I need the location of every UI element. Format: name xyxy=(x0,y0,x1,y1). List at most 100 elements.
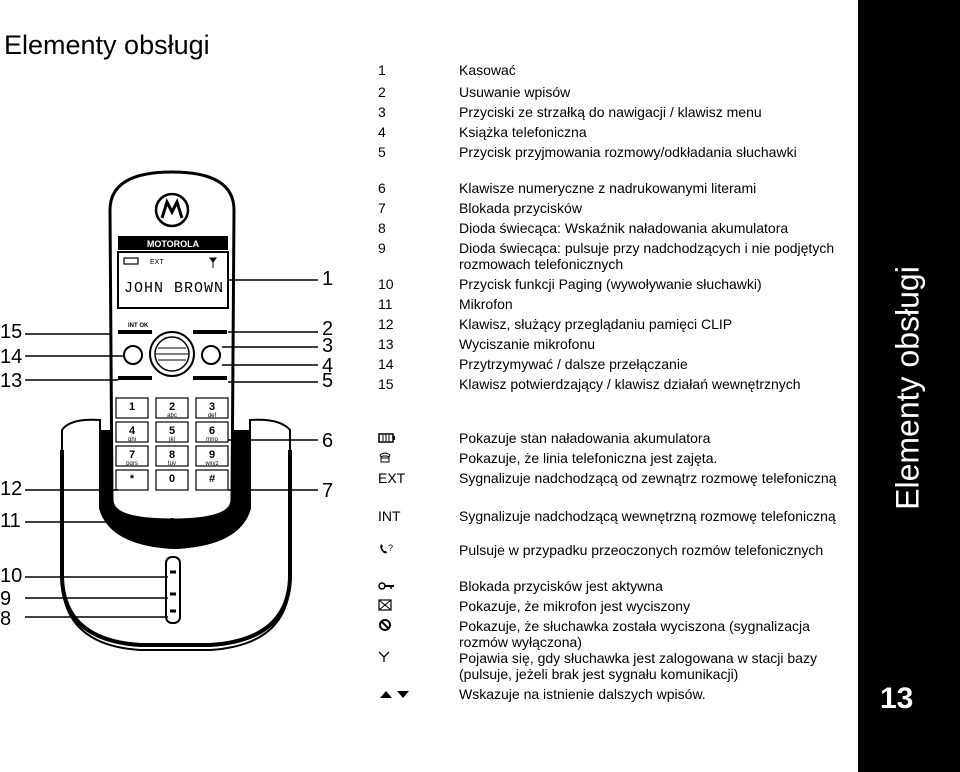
svg-text:7: 7 xyxy=(129,449,135,461)
legend-description: Blokada przycisków jest aktywna xyxy=(459,578,663,594)
legend-description: Sygnalizuje nadchodzącą od zewnątrz rozm… xyxy=(459,470,837,486)
svg-text:tuv: tuv xyxy=(168,461,176,467)
legend-row: Pokazuje stan naładowania akumulatora xyxy=(378,430,846,446)
svg-text:EXT: EXT xyxy=(150,259,164,266)
legend-key: 5 xyxy=(378,144,386,160)
legend-description: Dioda świecąca: pulsuje przy nadchodzący… xyxy=(459,240,835,272)
legend-key: 11 xyxy=(378,296,393,312)
legend-description: Pokazuje, że linia telefoniczna jest zaj… xyxy=(459,450,718,466)
legend-key: 1 xyxy=(378,62,386,78)
mic-muted-icon xyxy=(378,598,392,614)
legend-key: 9 xyxy=(378,240,386,256)
legend-description: Pulsuje w przypadku przeoczonych rozmów … xyxy=(459,542,824,558)
legend-row: Pokazuje, że linia telefoniczna jest zaj… xyxy=(378,450,846,466)
display-name: JOHN BROWN xyxy=(124,280,224,297)
callout-left-13: 13 xyxy=(0,370,23,392)
legend-description: Książka telefoniczna xyxy=(459,124,587,140)
legend-description: Usuwanie wpisów xyxy=(459,84,571,100)
svg-text:3: 3 xyxy=(209,401,215,413)
legend-description: Przycisk funkcji Paging (wywoływanie słu… xyxy=(459,276,762,292)
callout-left-12: 12 xyxy=(0,478,23,500)
svg-text:6: 6 xyxy=(209,425,215,437)
callout-right-6: 6 xyxy=(322,430,334,452)
legend-row: Pokazuje, że słuchawka została wyciszona… xyxy=(378,618,846,650)
key-10: * xyxy=(115,469,149,491)
key-12: # xyxy=(195,469,229,491)
svg-text:wxyz: wxyz xyxy=(204,461,218,467)
svg-text:def: def xyxy=(208,413,217,419)
callout-left-15: 15 xyxy=(0,321,23,343)
callout-left-14: 14 xyxy=(0,346,23,368)
svg-text:4: 4 xyxy=(129,425,136,437)
legend-row: 14 Przytrzymywać / dalsze przełączanie xyxy=(378,356,846,372)
legend-key: 8 xyxy=(378,220,386,236)
svg-text:8: 8 xyxy=(169,449,175,461)
scroll-arrows-icon xyxy=(378,686,412,702)
legend-description: Pokazuje stan naładowania akumulatora xyxy=(459,430,711,446)
svg-text:*: * xyxy=(130,473,135,485)
svg-text:9: 9 xyxy=(209,449,215,461)
microphone xyxy=(168,518,176,526)
page-title: Elementy obsługi xyxy=(4,30,210,60)
legend-key: 10 xyxy=(378,276,394,292)
key-11: 0 xyxy=(155,469,189,491)
legend-row: 11 Mikrofon xyxy=(378,296,846,312)
svg-text:?: ? xyxy=(388,543,393,553)
legend-key: 4 xyxy=(378,124,386,140)
svg-text:pqrs: pqrs xyxy=(126,461,138,467)
svg-text:0: 0 xyxy=(169,473,175,485)
section-sidebar xyxy=(858,0,960,772)
callout-left-8: 8 xyxy=(0,608,12,630)
callout-right-5: 5 xyxy=(322,370,334,392)
legend-description: Sygnalizuje nadchodzącą wewnętrzną rozmo… xyxy=(459,508,836,524)
key-1: 1 xyxy=(115,397,149,419)
callout-right-4: 4 xyxy=(322,355,334,377)
sidebar-title: Elementy obsługi xyxy=(889,266,926,510)
legend-key: 3 xyxy=(378,104,386,120)
legend-row: 9 Dioda świecąca: pulsuje przy nadchodząc… xyxy=(378,240,846,272)
callout-left-11: 11 xyxy=(0,510,21,532)
key-lock-icon xyxy=(378,578,396,594)
legend-description: Pokazuje, że mikrofon jest wyciszony xyxy=(459,598,691,614)
svg-text:ghi: ghi xyxy=(128,437,136,443)
legend-row: Wskazuje na istnienie dalszych wpisów. xyxy=(378,686,846,702)
legend-description: Mikrofon xyxy=(459,296,513,312)
legend-key: 6 xyxy=(378,180,386,196)
svg-text:INT OK: INT OK xyxy=(128,323,149,329)
callout-right-1: 1 xyxy=(322,268,334,290)
legend-key: 7 xyxy=(378,200,386,216)
legend-description: Wyciszanie mikrofonu xyxy=(459,336,596,352)
legend-row: Blokada przycisków jest aktywna xyxy=(378,578,846,594)
legend-description: Przytrzymywać / dalsze przełączanie xyxy=(459,356,688,372)
legend-description: Przyciski ze strzałką do nawigacji / kla… xyxy=(459,104,762,120)
legend-row: 10 Przycisk funkcji Paging (wywoływanie s… xyxy=(378,276,846,292)
legend-row: 4 Książka telefoniczna xyxy=(378,124,846,140)
legend-row: EXT Sygnalizuje nadchodzącą od zewnątrz r… xyxy=(378,470,846,486)
legend-description: Przycisk przyjmowania rozmowy/odkładania… xyxy=(459,144,797,160)
legend-row: 3 Przyciski ze strzałką do nawigacji / kl… xyxy=(378,104,846,120)
page-number: 13 xyxy=(880,682,914,715)
legend-row: 5 Przycisk przyjmowania rozmowy/odkładani… xyxy=(378,144,846,160)
legend-description: Klawisz potwierdzający / klawisz działań… xyxy=(459,376,801,392)
legend-key: EXT xyxy=(378,470,406,486)
svg-text:2: 2 xyxy=(169,401,175,413)
callout-right-2: 2 xyxy=(322,318,334,340)
legend-key: 14 xyxy=(378,356,394,372)
svg-text:1: 1 xyxy=(129,401,135,413)
svg-text:#: # xyxy=(209,473,215,485)
